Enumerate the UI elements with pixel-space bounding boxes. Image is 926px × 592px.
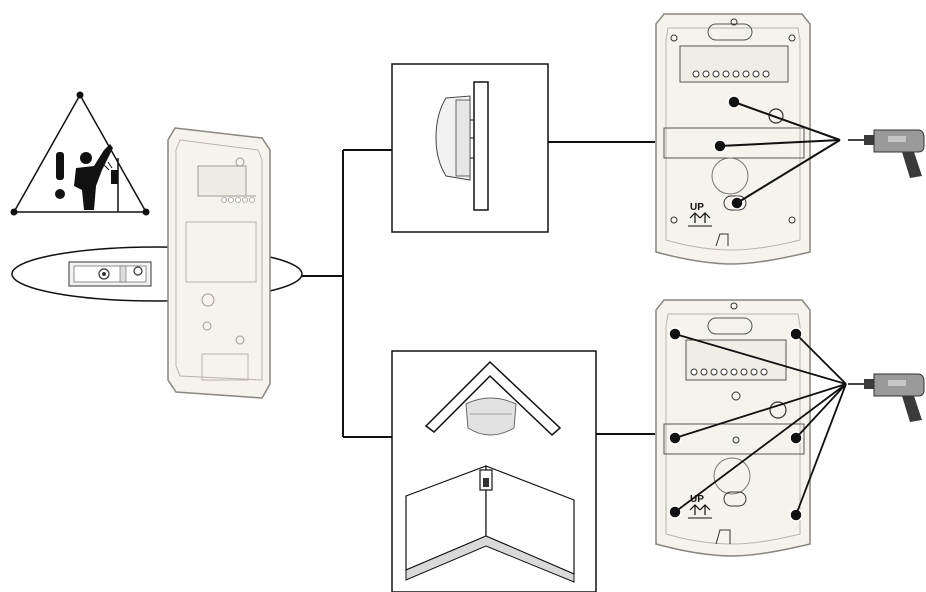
up-label-top: UP <box>690 202 704 213</box>
corner-mount-panel <box>392 351 596 592</box>
detector-back-plate <box>168 128 270 398</box>
warning-triangle-icon <box>11 92 150 216</box>
drill-icon-top <box>848 130 924 178</box>
device-bottom: UP <box>656 300 846 556</box>
flat-wall-panel <box>392 64 548 232</box>
device-top: UP <box>656 14 840 264</box>
drill-icon-bottom <box>848 374 924 422</box>
